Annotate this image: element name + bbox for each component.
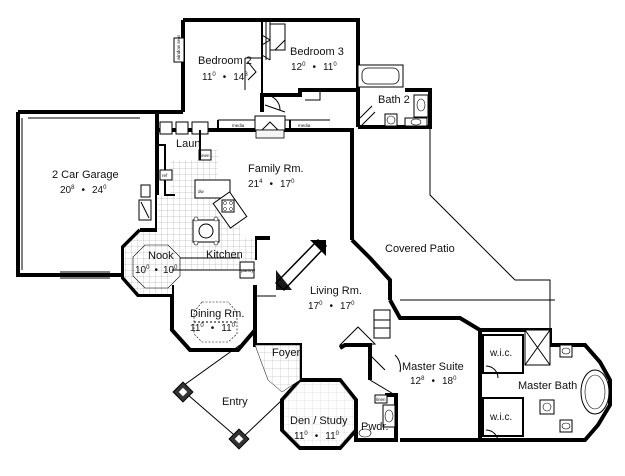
garage-dims: 208•240 xyxy=(60,185,107,196)
linen-label: linen xyxy=(200,153,210,158)
bath2-fixtures xyxy=(357,64,429,128)
bedroom-details: window seat xyxy=(173,20,321,113)
bedroom3-dims: 120•110 xyxy=(291,62,337,73)
master-suite-name: Master Suite xyxy=(402,361,464,373)
window-seat-label: window seat xyxy=(176,34,181,60)
bedroom3-name: Bedroom 3 xyxy=(290,46,344,58)
den-dims: 110•110 xyxy=(294,431,340,442)
foyer-area xyxy=(172,344,301,450)
master-bath-fixtures xyxy=(482,329,610,443)
linen-bath-label: linen xyxy=(376,397,386,402)
wic-bottom-name: w.i.c. xyxy=(489,412,512,423)
wic-top-name: w.i.c. xyxy=(489,348,512,359)
bedroom2-dims: 110•148 xyxy=(202,72,248,83)
bedroom2-name: Bedroom 2 xyxy=(198,55,252,67)
living-room-fireplace xyxy=(274,239,328,292)
kitchen-name: Kitchen xyxy=(206,249,243,261)
garage-details xyxy=(28,117,152,279)
nook-dims: 100•100 xyxy=(135,265,178,276)
powder-name: Pwdr. xyxy=(361,421,389,433)
dining-table xyxy=(193,301,238,343)
master-hall xyxy=(338,309,401,396)
entry-name: Entry xyxy=(222,396,248,408)
dw-label: dw xyxy=(198,189,205,194)
dining-dims: 110•110 xyxy=(190,323,236,334)
powder-fixtures: linen xyxy=(358,394,396,438)
bath2-name: Bath 2 xyxy=(378,94,410,106)
kitchen-area: ref dw pantry xyxy=(124,144,255,294)
garage-name: 2 Car Garage xyxy=(52,169,119,181)
media-right-label: media xyxy=(298,123,311,128)
family-room-walls xyxy=(217,115,330,139)
media-left-label: media xyxy=(232,123,245,128)
nook-name: Nook xyxy=(148,250,174,262)
hall-walls xyxy=(253,236,276,300)
room-labels: Bedroom 2 110•148 Bedroom 3 120•110 Bath… xyxy=(52,46,577,442)
ref-label: ref xyxy=(162,173,168,178)
living-name: Living Rm. xyxy=(310,285,362,297)
master-bath-name: Master Bath xyxy=(518,380,577,392)
laundry-area: linen xyxy=(159,121,212,161)
foyer-name: Foyer xyxy=(272,347,300,359)
den-name: Den / Study xyxy=(290,415,348,427)
family-dims: 214•170 xyxy=(248,179,295,190)
covered-patio-outline xyxy=(400,127,555,330)
master-suite-dims: 128•180 xyxy=(410,376,457,387)
laundry-name: Laun xyxy=(176,138,200,150)
dining-name: Dining Rm. xyxy=(190,308,244,320)
den-floor xyxy=(284,382,354,446)
family-name: Family Rm. xyxy=(248,163,304,175)
patio-name: Covered Patio xyxy=(385,243,455,255)
living-dims: 170•170 xyxy=(308,301,355,312)
